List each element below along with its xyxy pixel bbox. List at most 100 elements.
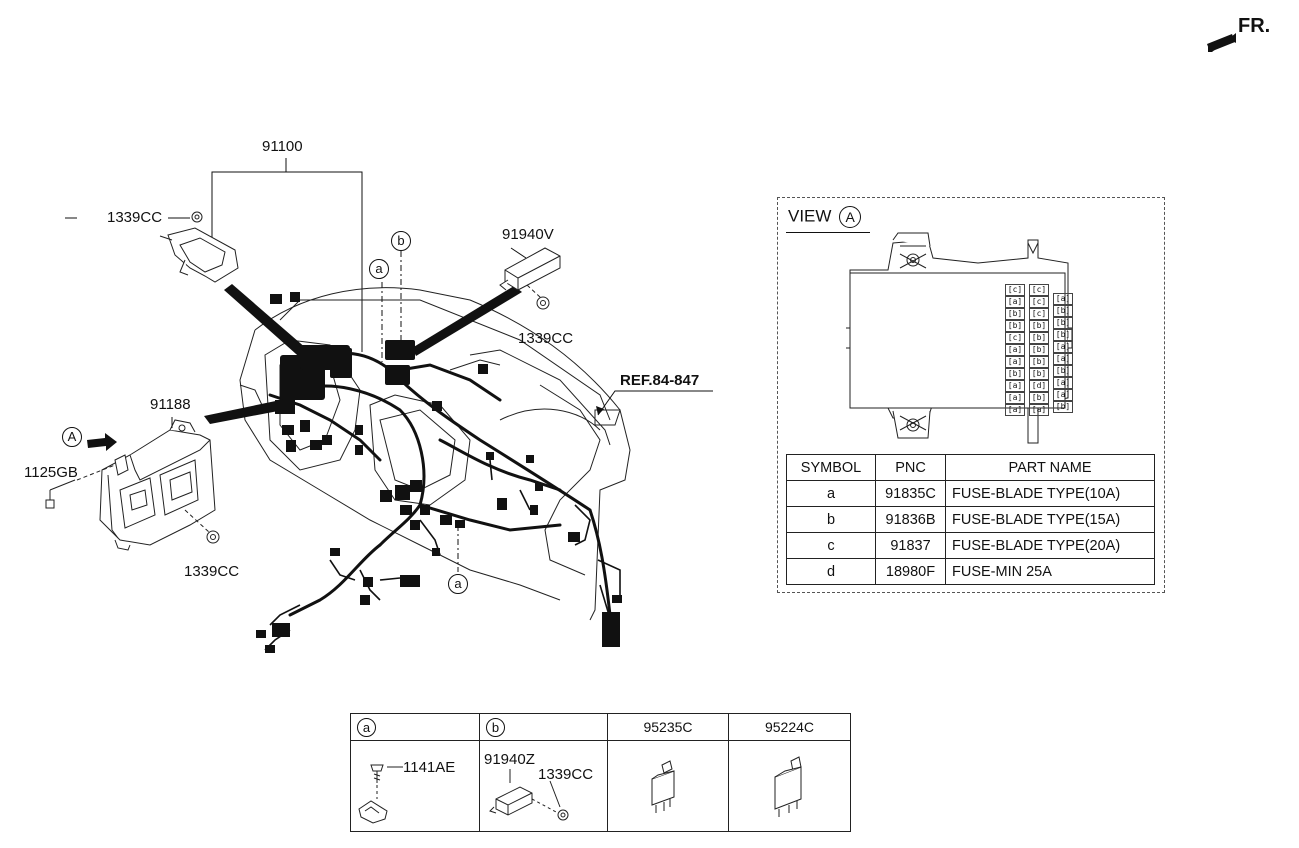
fuse-slot: [b]: [1053, 329, 1073, 341]
marker-a-circle: a: [369, 259, 389, 279]
clip-screw-icon: [358, 764, 403, 824]
fuse-slot: [a]: [1005, 380, 1025, 392]
fuse-slot: [b]: [1029, 344, 1049, 356]
parts-table: a b 95235C 95224C 1141AE: [350, 713, 851, 832]
fuse-slot: [b]: [1029, 368, 1049, 380]
fuse-table-header: SYMBOL PNC PART NAME: [786, 454, 1155, 481]
parts-table-body: 1141AE 91940Z 1339CC: [350, 740, 851, 832]
fuse-column-3: [a][b][b][b][a][a][b][a][a][b]: [1053, 293, 1073, 413]
header-symbol: SYMBOL: [786, 454, 876, 481]
fuse-slot: [d]: [1029, 380, 1049, 392]
relay-box-part: [499, 247, 561, 310]
fuse-slot: [b]: [1005, 308, 1025, 320]
callout-nut-box: 1339CC: [184, 563, 240, 580]
fuse-slot: [b]: [1053, 317, 1073, 329]
row-part-name: FUSE-BLADE TYPE(15A): [945, 506, 1155, 533]
callout-bolt: 1125GB: [24, 464, 78, 481]
view-title-text: VIEW: [788, 206, 832, 226]
fuse-slot: [a]: [1005, 296, 1025, 308]
front-label: FR.: [1238, 15, 1271, 37]
table-row: d 18980F FUSE-MIN 25A: [786, 558, 1155, 585]
fuse-slot: [b]: [1005, 320, 1025, 332]
connectors: [256, 292, 622, 653]
row-pnc: 91836B: [875, 506, 946, 533]
fuse-slot: [c]: [1029, 308, 1049, 320]
fuse-slot: [b]: [1053, 365, 1073, 377]
fuse-slot: [c]: [1005, 332, 1025, 344]
table-row: c 91837 FUSE-BLADE TYPE(20A): [786, 532, 1155, 559]
fuse-slot: [c]: [1029, 284, 1049, 296]
view-a-panel: VIEW A [c][a][b][b][c][a][a][b][a][a][a]…: [777, 197, 1165, 593]
parts-cell-d: [728, 740, 851, 832]
callout-fuse-box: 91188: [150, 396, 191, 413]
parts-header-a: a: [350, 713, 480, 741]
harness-bracket-part: [159, 211, 239, 283]
fuse-box-view: [846, 232, 1073, 444]
view-title: VIEW A: [788, 206, 862, 228]
arrow-wedges: [204, 284, 522, 424]
crash-pad-outline: [239, 287, 631, 621]
row-part-name: FUSE-MIN 25A: [945, 558, 1155, 585]
row-pnc: 91835C: [875, 480, 946, 507]
row-symbol: b: [786, 506, 876, 533]
fuse-slot: [b]: [1029, 392, 1049, 404]
callout-relay-box: 91940V: [502, 226, 554, 243]
row-pnc: 18980F: [875, 558, 946, 585]
parts-b-label2: 1339CC: [538, 766, 594, 783]
fuse-slot: [c]: [1029, 296, 1049, 308]
fuse-slot: [b]: [1053, 401, 1073, 413]
parts-header-c: 95235C: [607, 713, 729, 741]
fuse-slot: [a]: [1005, 404, 1025, 416]
row-pnc: 91837: [875, 532, 946, 559]
parts-marker-b: b: [486, 717, 505, 737]
callout-main-harness: 91100: [262, 138, 303, 155]
callout-ref: REF.84-847: [620, 372, 700, 389]
callout-nut-right: 1339CC: [518, 330, 574, 347]
fuse-slot: [c]: [1005, 284, 1025, 296]
parts-cell-b: 91940Z 1339CC: [479, 740, 608, 832]
fuse-slot: [a]: [1029, 404, 1049, 416]
parts-a-label: 1141AE: [403, 759, 456, 776]
junction-box-part: [45, 419, 220, 551]
fuse-slot: [a]: [1005, 344, 1025, 356]
callout-nut-top: 1339CC: [107, 209, 163, 226]
fuse-slot: [a]: [1053, 389, 1073, 401]
leader-lines: [65, 217, 713, 572]
fuse-slot: [b]: [1029, 320, 1049, 332]
view-arrow-icon: [87, 433, 117, 451]
micro-relay-icon: [651, 760, 675, 813]
fuse-slot: [a]: [1053, 353, 1073, 365]
table-row: a 91835C FUSE-BLADE TYPE(10A): [786, 480, 1155, 507]
header-pnc: PNC: [875, 454, 946, 481]
relay-nut-icon: [489, 769, 569, 821]
row-symbol: d: [786, 558, 876, 585]
fuse-slot: [a]: [1053, 293, 1073, 305]
parts-cell-c: [607, 740, 729, 832]
fuse-slot: [a]: [1053, 377, 1073, 389]
parts-table-header: a b 95235C 95224C: [350, 713, 851, 741]
row-symbol: c: [786, 532, 876, 559]
fuse-column-1: [c][a][b][b][c][a][a][b][a][a][a]: [1005, 284, 1025, 416]
front-arrow-icon: [1207, 33, 1236, 52]
row-part-name: FUSE-BLADE TYPE(10A): [945, 480, 1155, 507]
fuse-slot: [b]: [1005, 368, 1025, 380]
parts-marker-a: a: [357, 717, 376, 737]
fuse-slot: [b]: [1029, 332, 1049, 344]
fuse-slot: [b]: [1029, 356, 1049, 368]
fuse-symbol-table: SYMBOL PNC PART NAME a 91835C FUSE-BLADE…: [786, 454, 1155, 585]
table-row: b 91836B FUSE-BLADE TYPE(15A): [786, 506, 1155, 533]
harness-leader: [211, 158, 363, 352]
marker-a2-circle: a: [448, 574, 468, 594]
fuse-slot: [a]: [1053, 341, 1073, 353]
parts-header-d: 95224C: [728, 713, 851, 741]
marker-b-circle: b: [391, 231, 411, 251]
harness-bundle: [268, 351, 612, 617]
mini-relay-icon: [774, 756, 802, 817]
header-part-name: PART NAME: [945, 454, 1155, 481]
fuse-slot: [a]: [1005, 392, 1025, 404]
fuse-slot: [a]: [1005, 356, 1025, 368]
row-symbol: a: [786, 480, 876, 507]
parts-b-label1: 91940Z: [484, 751, 535, 768]
parts-header-b: b: [479, 713, 608, 741]
